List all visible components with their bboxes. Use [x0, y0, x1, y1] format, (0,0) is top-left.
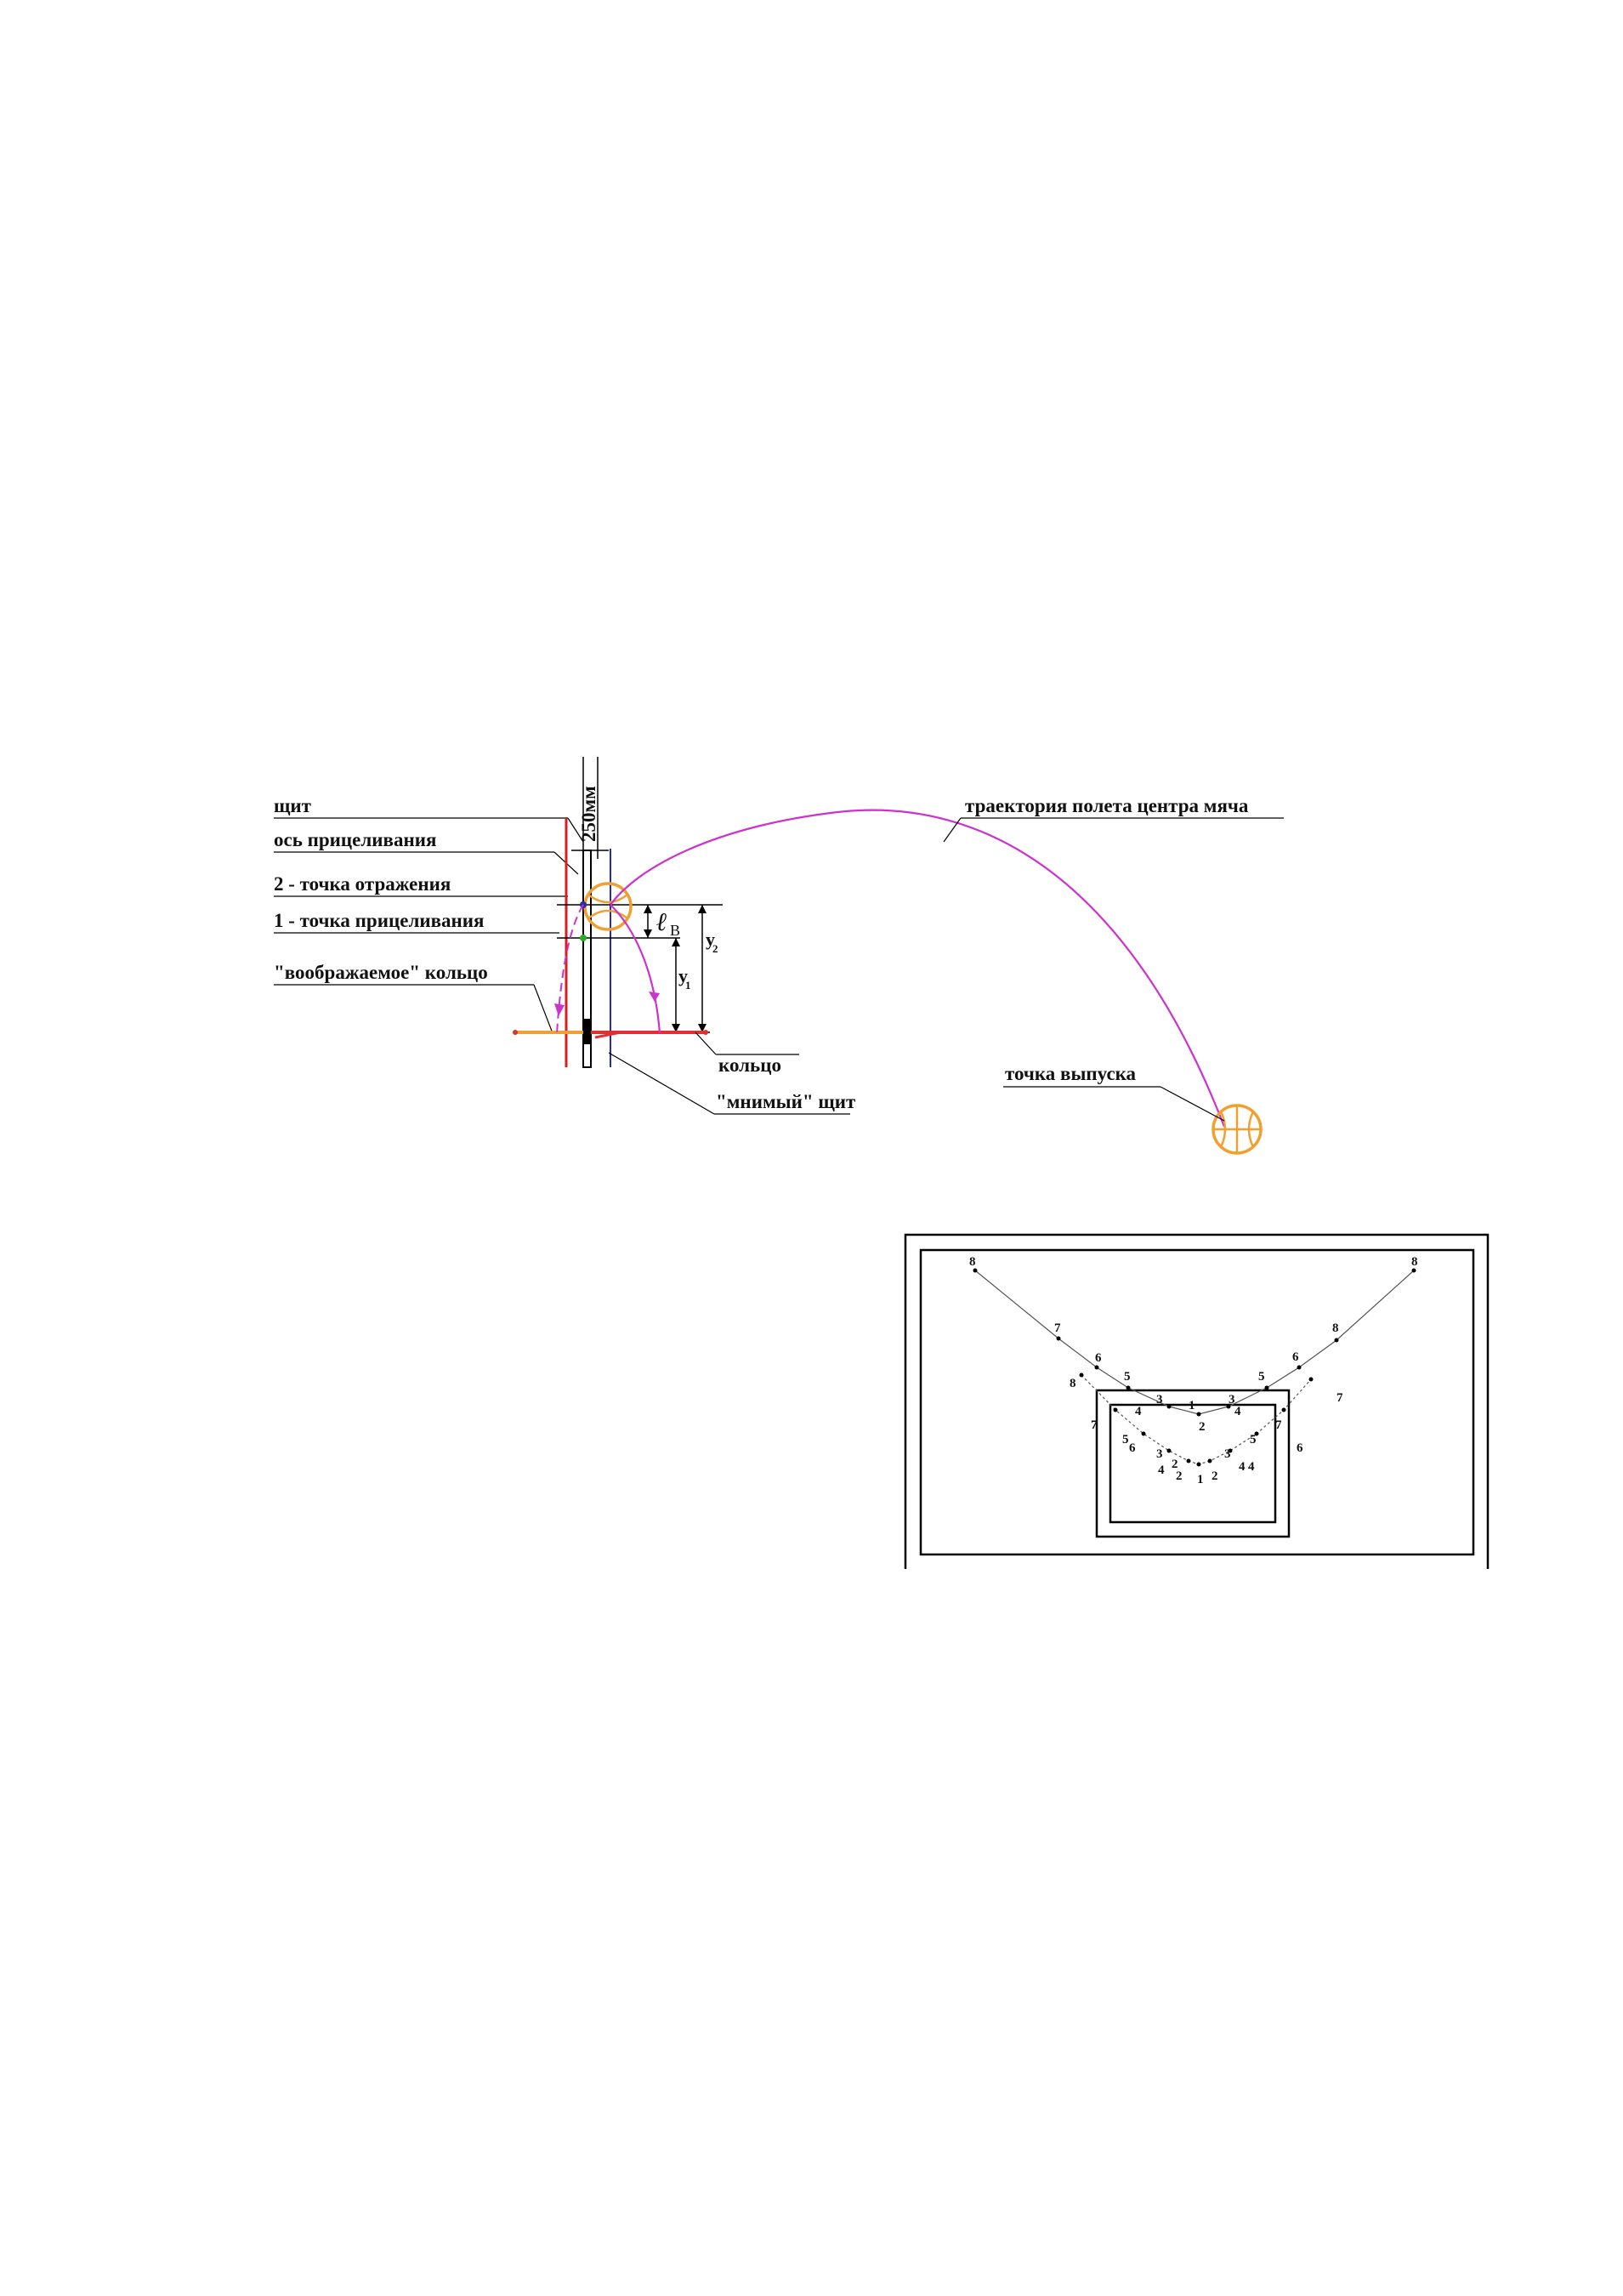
- aim-point-number: 5: [1258, 1370, 1265, 1384]
- aim-point-number: 1: [1189, 1399, 1195, 1412]
- aim-point-number: 5: [1122, 1433, 1129, 1446]
- aim-axis-label: ось прицеливания: [274, 829, 436, 850]
- aim-point-number: 6: [1129, 1441, 1136, 1455]
- court-outer-frame: [904, 1233, 1490, 1569]
- aim-point-number: 6: [1297, 1441, 1303, 1455]
- lb-label: ℓ: [656, 908, 667, 936]
- aim-point-number: 4: [1158, 1463, 1165, 1477]
- outer-aim-curve: [974, 1270, 1415, 1415]
- aim-point-number: 3: [1224, 1447, 1231, 1461]
- trajectory-curve: [610, 809, 1226, 1128]
- release-label: точка выпуска: [1005, 1063, 1137, 1084]
- shield-board: [582, 850, 592, 1068]
- aim-point-number: 8: [1411, 1255, 1418, 1269]
- imaginary-ring-label: "воображаемое" кольцо: [274, 962, 488, 983]
- ring-label: кольцо: [718, 1054, 781, 1076]
- bank-shot-scheme: 250мм щит ось прицеливания 2 - точка отр…: [274, 757, 1284, 1155]
- aim-point-number: 8: [1070, 1377, 1076, 1390]
- aim-point-number: 3: [1229, 1393, 1235, 1407]
- ball-at-release: [1212, 1104, 1263, 1155]
- reflection-point-label: 2 - точка отражения: [274, 873, 451, 895]
- aim-point-number: 4: [1135, 1405, 1142, 1418]
- aim-point-number: 2: [1176, 1469, 1183, 1483]
- aim-point-number: 5: [1250, 1433, 1257, 1446]
- dim-250-label: 250мм: [578, 786, 599, 842]
- shield-bracket: [583, 1019, 591, 1044]
- aim-point-number: 7: [1275, 1418, 1282, 1432]
- virtual-shield-label: "мнимый" щит: [716, 1091, 856, 1112]
- aim-point-number: 2: [1199, 1420, 1206, 1434]
- y2-sub-label: 2: [712, 942, 718, 955]
- aim-point-number: 2: [1212, 1469, 1218, 1483]
- trajectory-label: траектория полета центра мяча: [965, 795, 1249, 816]
- rebound-curve: [610, 904, 661, 1034]
- aim-point-label: 1 - точка прицеливания: [274, 910, 484, 931]
- aim-point-number: 7: [1054, 1321, 1061, 1335]
- y2-label: y: [706, 929, 715, 950]
- backboard-outer: [1095, 1389, 1291, 1538]
- aim-point-number: 5: [1124, 1370, 1131, 1384]
- aim-point-number: 6: [1095, 1351, 1102, 1365]
- aim-point-number: 1: [1197, 1473, 1204, 1486]
- aim-point-marker: [580, 935, 587, 941]
- backboard-inner: [1109, 1403, 1277, 1524]
- aim-point-number: 3: [1156, 1447, 1163, 1461]
- aim-point-number: 8: [1332, 1321, 1339, 1335]
- y1-label: y: [678, 965, 688, 986]
- aim-point-number: 2: [1172, 1458, 1178, 1471]
- aim-dots: [973, 1268, 1416, 1467]
- lb-sub-label: В: [670, 922, 680, 939]
- shield-label: щит: [274, 795, 312, 816]
- aim-point-number: 4: [1239, 1460, 1246, 1474]
- aim-point-number: 6: [1292, 1350, 1299, 1364]
- aim-point-number: 4: [1248, 1460, 1255, 1474]
- aim-point-number: 3: [1156, 1393, 1163, 1407]
- aim-point-number: 7: [1336, 1391, 1343, 1405]
- aim-point-number: 7: [1091, 1418, 1098, 1432]
- aim-point-number: 4: [1234, 1405, 1241, 1418]
- aim-point-number: 8: [969, 1255, 976, 1269]
- mirrored-trajectory: [556, 904, 584, 1034]
- court-inner-frame: [919, 1248, 1475, 1556]
- y1-sub-label: 1: [685, 979, 691, 992]
